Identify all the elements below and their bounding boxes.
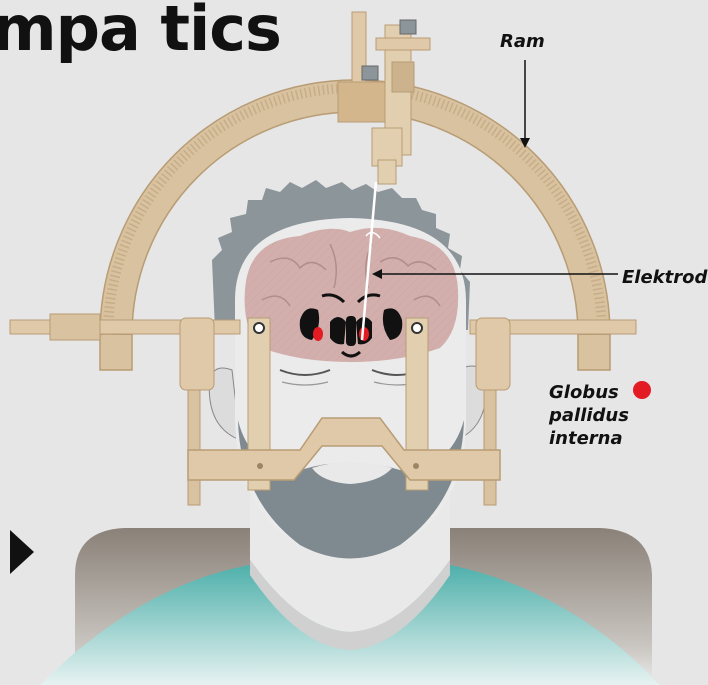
label-gpi-line3: interna (549, 427, 623, 450)
label-ram: Ram (500, 30, 545, 53)
label-gpi-line2: pallidus (549, 404, 629, 427)
play-arrow-icon[interactable] (10, 530, 34, 574)
gpi-left (313, 327, 323, 341)
label-gpi-line1: Globus (549, 381, 619, 404)
gpi-legend-dot (633, 381, 651, 399)
label-elektrod: Elektrod (622, 266, 707, 289)
